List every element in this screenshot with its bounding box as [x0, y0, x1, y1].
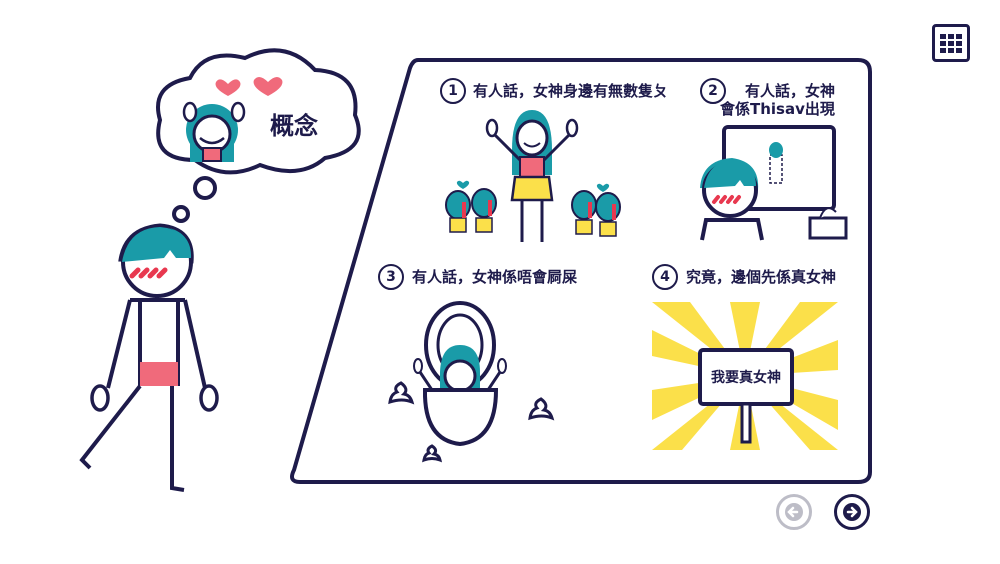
heart-icon	[215, 79, 241, 96]
grid-menu-icon-cell	[948, 40, 954, 46]
panel3-drawing	[388, 301, 555, 463]
sign-text: 我要真女神	[711, 370, 781, 386]
panel-number-4: 4	[652, 264, 678, 290]
panel4-drawing	[652, 302, 838, 450]
arrow-left-icon	[785, 503, 803, 521]
grid-menu-icon-cell	[956, 40, 962, 46]
panel1-drawing	[445, 110, 621, 242]
panel4-caption: 究竟，邊個先係真女神	[686, 268, 837, 286]
arrow-right-icon	[843, 503, 861, 521]
thought-cloud	[154, 48, 361, 242]
grid-menu-button[interactable]	[932, 24, 970, 62]
panel-number-2: 2	[700, 78, 726, 104]
grid-menu-icon	[940, 33, 946, 39]
grid-menu-icon-cell	[956, 33, 962, 39]
prev-button[interactable]	[776, 494, 812, 530]
heart-icon	[253, 76, 283, 96]
grid-menu-icon-cell	[956, 47, 962, 53]
grid-menu-icon-cell	[948, 47, 954, 53]
grid-menu-icon-cell	[948, 33, 954, 39]
thought-title: 概念	[270, 112, 318, 140]
grid-menu-icon-cell	[940, 47, 946, 53]
next-button[interactable]	[834, 494, 870, 530]
panel-number-1: 1	[440, 78, 466, 104]
heart-icon	[596, 183, 610, 192]
panel3-caption: 有人話，女神係唔會屙屎	[412, 268, 578, 286]
heart-icon	[456, 180, 470, 189]
panel2-caption-line2: 會係Thisav出現	[720, 100, 835, 118]
panel2-drawing	[700, 125, 848, 241]
panel2-caption-line1: 有人話，女神	[745, 82, 836, 100]
panel1-caption: 有人話，女神身邊有無數隻ㄆ	[473, 82, 669, 100]
grid-menu-icon-cell	[940, 40, 946, 46]
main-character	[79, 223, 219, 492]
panel-number-3: 3	[378, 264, 404, 290]
